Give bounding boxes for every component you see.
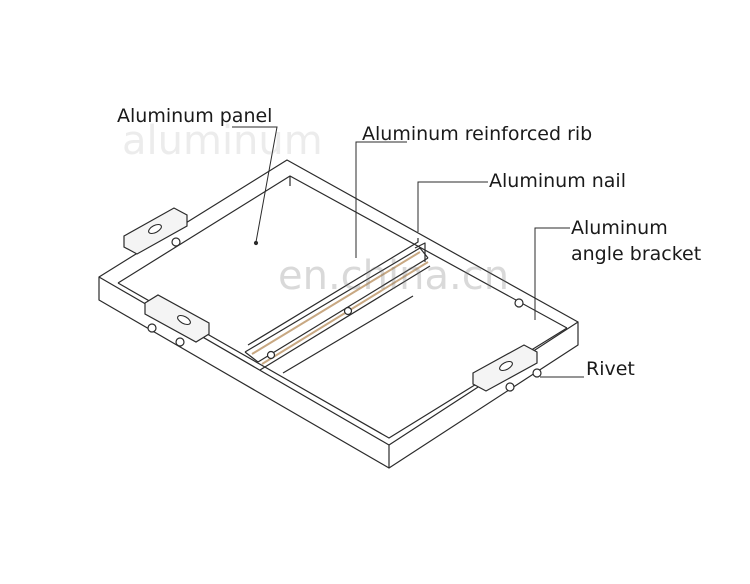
bracket-right-slot	[499, 360, 513, 372]
frame-top-inner-edge	[117, 175, 568, 329]
rib-bottom	[257, 257, 429, 363]
label-rivet: Rivet	[586, 358, 635, 380]
label-reinforced-rib: Aluminum reinforced rib	[362, 123, 593, 145]
leader-panel	[232, 126, 278, 243]
rib-side	[244, 351, 259, 363]
label-bracket-line2: angle bracket	[571, 243, 702, 265]
leader-nail	[417, 181, 488, 232]
rib-web	[247, 238, 419, 346]
rivet-1	[171, 237, 181, 247]
rivet-4	[514, 298, 524, 308]
label-aluminum-nail: Aluminum nail	[489, 170, 626, 192]
bracket-left-front	[144, 294, 210, 343]
leader-rib	[355, 141, 407, 258]
watermark-ghost-text: aluminum	[122, 118, 323, 164]
rivet-3	[175, 337, 185, 347]
watermark-site: en.china.cn	[278, 253, 510, 299]
rib-nail-2	[343, 306, 353, 316]
leader-bracket	[534, 227, 570, 320]
label-bracket-line1: Aluminum	[571, 217, 668, 239]
frame-right-face	[388, 321, 579, 469]
rivet-5	[505, 382, 515, 392]
rib-base-line	[259, 265, 431, 371]
rib-accent-1	[251, 251, 421, 355]
rib-nail-1	[266, 350, 276, 360]
bracket-left-front-slot	[177, 314, 191, 326]
leader-panel-dot	[253, 240, 259, 246]
frame-left-face	[98, 276, 390, 469]
rivet-2	[147, 323, 157, 333]
rib-end	[419, 247, 429, 259]
rib-nail-stub	[414, 242, 426, 262]
rib-top	[244, 247, 421, 353]
rib-lower-wall	[282, 295, 414, 374]
rivet-6	[532, 368, 542, 378]
bracket-left-slot	[148, 223, 162, 235]
label-aluminum-panel: Aluminum panel	[117, 105, 273, 127]
